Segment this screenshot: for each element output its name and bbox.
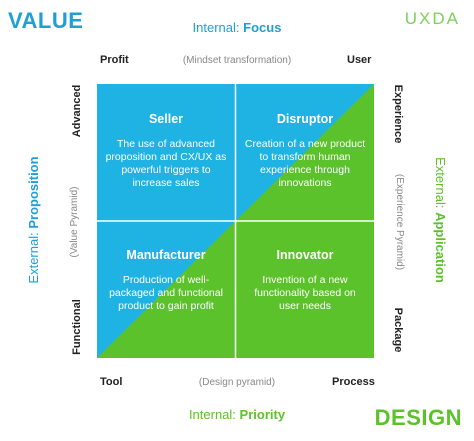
edge-label-design-pyramid: (Design pyramid): [198, 377, 276, 388]
edge-label-functional: Functional: [71, 299, 83, 355]
quadrant-manufacturer-title: Manufacturer: [126, 248, 206, 262]
uxda-logo: UXDA: [404, 9, 460, 28]
quadrant-innovator-body: Invention of a new functionality based o…: [254, 274, 356, 312]
left-axis-prefix: External:: [26, 228, 41, 284]
value-title: VALUE: [8, 8, 84, 33]
left-axis-title: External: Proposition: [26, 100, 42, 340]
quadrant-seller-title: Seller: [148, 112, 184, 126]
quadrant-matrix: Seller The use of advanced proposition a…: [97, 84, 374, 358]
left-axis-keyword: Proposition: [26, 156, 41, 229]
quadrant-innovator-title: Innovator: [276, 248, 334, 262]
edge-label-experience-pyramid: (Experience Pyramid): [394, 173, 405, 271]
edge-label-profit: Profit: [100, 54, 129, 66]
right-axis-prefix: External:: [433, 157, 448, 213]
quadrant-innovator: Innovator Invention of a new functionali…: [236, 221, 374, 358]
quadrant-disruptor: Disruptor Creation of a new product to t…: [236, 84, 374, 221]
edge-label-package: Package: [392, 307, 404, 353]
top-axis-prefix: Internal:: [192, 20, 244, 35]
edge-label-user: User: [347, 54, 372, 66]
edge-label-value-pyramid: (Value Pyramid): [69, 186, 80, 258]
top-axis-keyword: Focus: [243, 20, 282, 35]
design-title: DESIGN: [374, 405, 462, 430]
right-axis-title: External: Application: [432, 100, 448, 340]
edge-label-tool: Tool: [100, 376, 123, 388]
bottom-axis-title: Internal: Priority: [0, 407, 474, 422]
quadrant-seller: Seller The use of advanced proposition a…: [97, 84, 235, 221]
bottom-axis-prefix: Internal:: [188, 407, 240, 422]
quadrant-seller-body: The use of advanced proposition and CX/U…: [105, 138, 227, 189]
quadrant-manufacturer: Manufacturer Production of well-packaged…: [97, 221, 235, 358]
bottom-axis-keyword: Priority: [239, 407, 286, 422]
edge-label-advanced: Advanced: [71, 84, 83, 138]
quadrant-disruptor-body: Creation of a new product to transform h…: [244, 138, 366, 189]
quadrant-manufacturer-body: Production of well-packaged and function…: [109, 274, 223, 312]
top-axis-title: Internal: Focus: [0, 20, 474, 35]
edge-label-mindset-transformation: (Mindset transformation): [182, 55, 292, 66]
edge-label-process: Process: [332, 376, 375, 388]
quadrant-disruptor-title: Disruptor: [276, 112, 334, 126]
right-axis-keyword: Application: [433, 212, 448, 283]
edge-label-experience: Experience: [392, 84, 404, 144]
matrix-background: [97, 84, 374, 358]
